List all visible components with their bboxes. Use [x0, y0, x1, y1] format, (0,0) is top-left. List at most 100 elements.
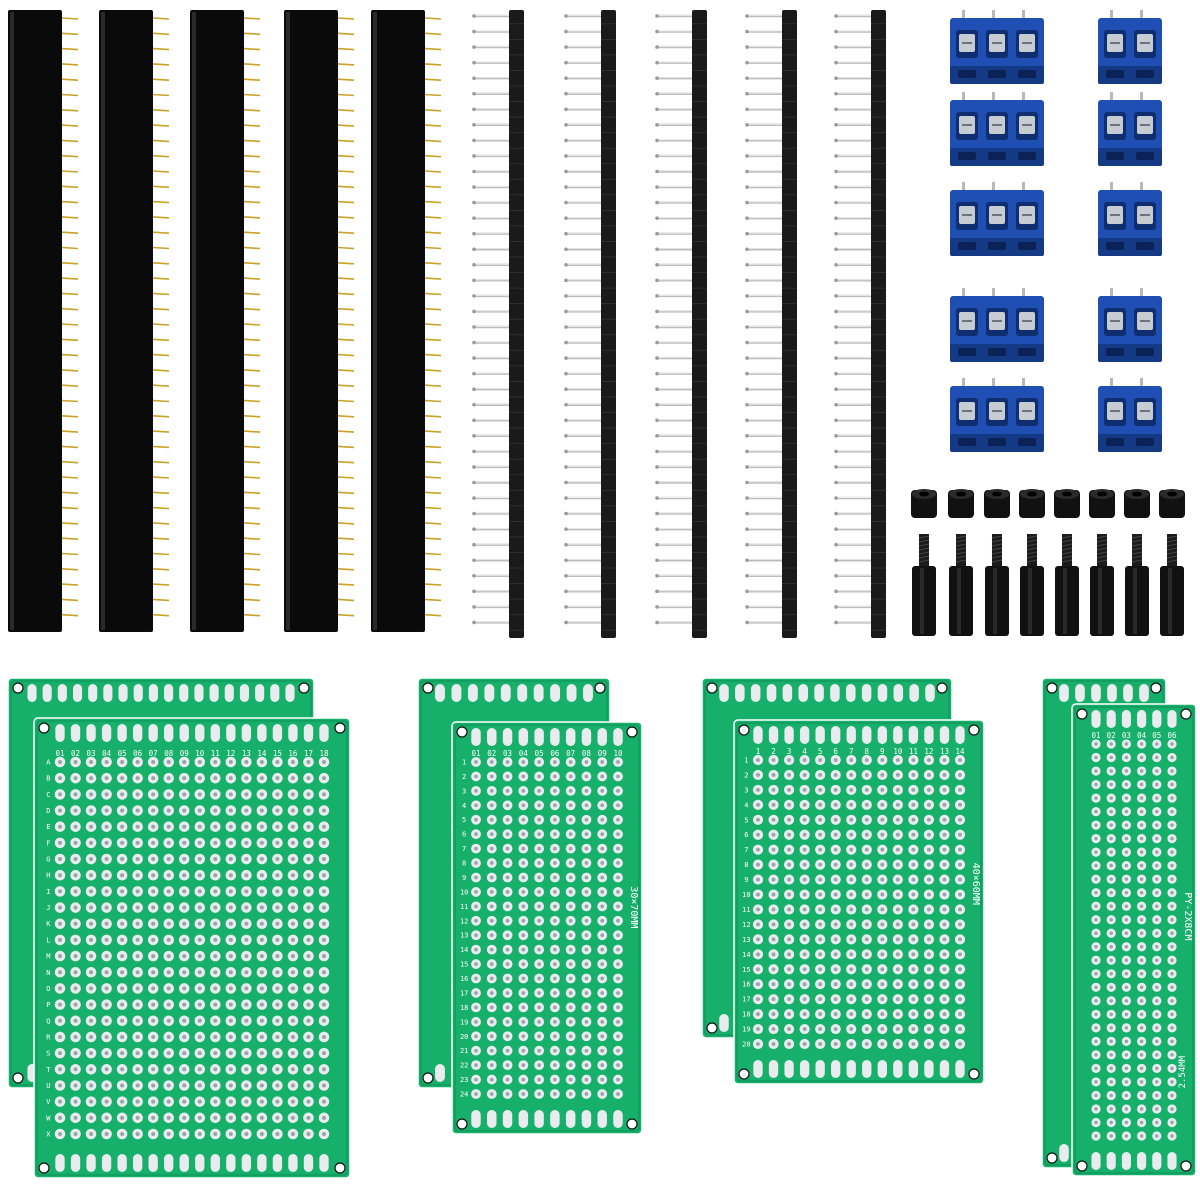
- pad-hole: [166, 986, 171, 991]
- thread-line: [1096, 551, 1108, 555]
- pad-hole: [1155, 742, 1159, 746]
- pcb-row-label: F: [46, 839, 50, 847]
- pad-hole: [521, 976, 526, 981]
- pad-hole: [584, 991, 589, 995]
- pad-hole: [895, 832, 900, 837]
- pad-hole: [1139, 958, 1144, 963]
- pin-tip: [745, 14, 749, 18]
- thread-line: [1166, 547, 1178, 551]
- pin-tip: [834, 542, 838, 547]
- pad-hole: [1139, 917, 1144, 922]
- pad-hole: [849, 787, 854, 792]
- pad-hole: [616, 760, 620, 764]
- pad-hole: [849, 862, 854, 867]
- pad-hole: [120, 921, 125, 926]
- pad-hole: [926, 967, 931, 972]
- pad-hole: [57, 937, 63, 942]
- terminal-pin: [1140, 182, 1143, 196]
- pad-hole: [259, 1051, 264, 1056]
- pad-hole: [802, 1042, 807, 1046]
- pad-hole: [321, 1115, 327, 1120]
- pad-hole: [135, 873, 140, 878]
- pad-hole: [104, 1067, 109, 1072]
- pad-hole: [1139, 945, 1144, 949]
- pad-hole: [568, 817, 573, 822]
- pad-hole: [275, 759, 280, 765]
- pad-hole: [135, 889, 140, 894]
- pad-hole: [958, 1042, 962, 1046]
- mounting-hole: [706, 682, 718, 694]
- pin-tip: [834, 185, 838, 189]
- pin-tip: [745, 465, 749, 469]
- pad-hole: [275, 954, 280, 959]
- pcb-row-label: 8: [744, 861, 748, 869]
- pad-hole: [833, 862, 838, 867]
- pad-hole: [244, 986, 249, 991]
- pad-hole: [57, 1067, 63, 1072]
- pad-hole: [600, 846, 605, 851]
- pad-hole: [151, 1051, 156, 1056]
- pcb-row-label: C: [46, 791, 50, 799]
- oval-pad: [533, 684, 544, 702]
- wire-hole: [958, 242, 976, 250]
- pcb-col-label: 04: [102, 749, 112, 758]
- pin-tip: [745, 480, 749, 485]
- pad-hole: [1109, 1107, 1113, 1111]
- pad-hole: [505, 1034, 510, 1039]
- pad-hole: [120, 1115, 125, 1120]
- pad-hole: [73, 1067, 78, 1072]
- pad-hole: [600, 1063, 605, 1067]
- female-header-strip-2: [99, 10, 170, 632]
- pin-tip: [834, 231, 838, 236]
- standoff-thread: [1097, 534, 1107, 566]
- pad-hole: [505, 1019, 510, 1024]
- standoff-highlight: [1133, 568, 1137, 634]
- pad-hole: [474, 789, 478, 793]
- gold-pin: [424, 185, 442, 189]
- pad-hole: [306, 1115, 311, 1120]
- gold-pin: [152, 552, 170, 556]
- thread-line: [1026, 559, 1038, 563]
- pad-hole: [89, 824, 94, 829]
- pcb-col-label: 01: [1091, 731, 1100, 740]
- thread-line: [1096, 547, 1108, 551]
- pcb-row-label: K: [46, 920, 51, 928]
- pad-hole: [321, 776, 327, 781]
- pad-hole: [228, 759, 233, 765]
- pad-hole: [306, 1131, 311, 1137]
- pad-hole: [290, 824, 295, 829]
- thread-line: [1061, 547, 1073, 551]
- pad-hole: [197, 1051, 202, 1056]
- hex-nut-5: [1054, 489, 1080, 518]
- oval-pad: [471, 728, 481, 746]
- pcb-col-label: 06: [550, 749, 560, 758]
- gold-pin: [61, 491, 79, 495]
- mounting-hole: [968, 1068, 980, 1080]
- terminal-pin: [962, 182, 965, 196]
- pad-hole: [584, 1092, 589, 1096]
- pad-hole: [1094, 863, 1098, 868]
- pad-hole: [568, 962, 573, 966]
- thread-line: [1061, 535, 1073, 539]
- pin-tip: [655, 542, 659, 547]
- pcb-row-label: 23: [460, 1076, 468, 1084]
- pin-tip: [834, 123, 838, 127]
- pad-hole: [244, 808, 249, 813]
- pin-tip: [564, 511, 568, 516]
- oval-pad: [768, 1060, 779, 1078]
- pin-tip: [834, 449, 838, 454]
- pin-tip: [472, 154, 476, 158]
- pad-hole: [553, 1048, 557, 1053]
- pad-hole: [244, 905, 249, 910]
- mounting-hole: [626, 726, 638, 738]
- gold-pin: [337, 491, 355, 495]
- pad-hole: [306, 937, 311, 942]
- pad-hole: [771, 937, 776, 942]
- pad-hole: [1170, 1012, 1174, 1017]
- pad-hole: [958, 832, 962, 837]
- pin-tip: [472, 340, 476, 345]
- pcb-substrate: [451, 721, 643, 1135]
- pad-hole: [911, 922, 916, 927]
- pad-hole: [259, 905, 264, 910]
